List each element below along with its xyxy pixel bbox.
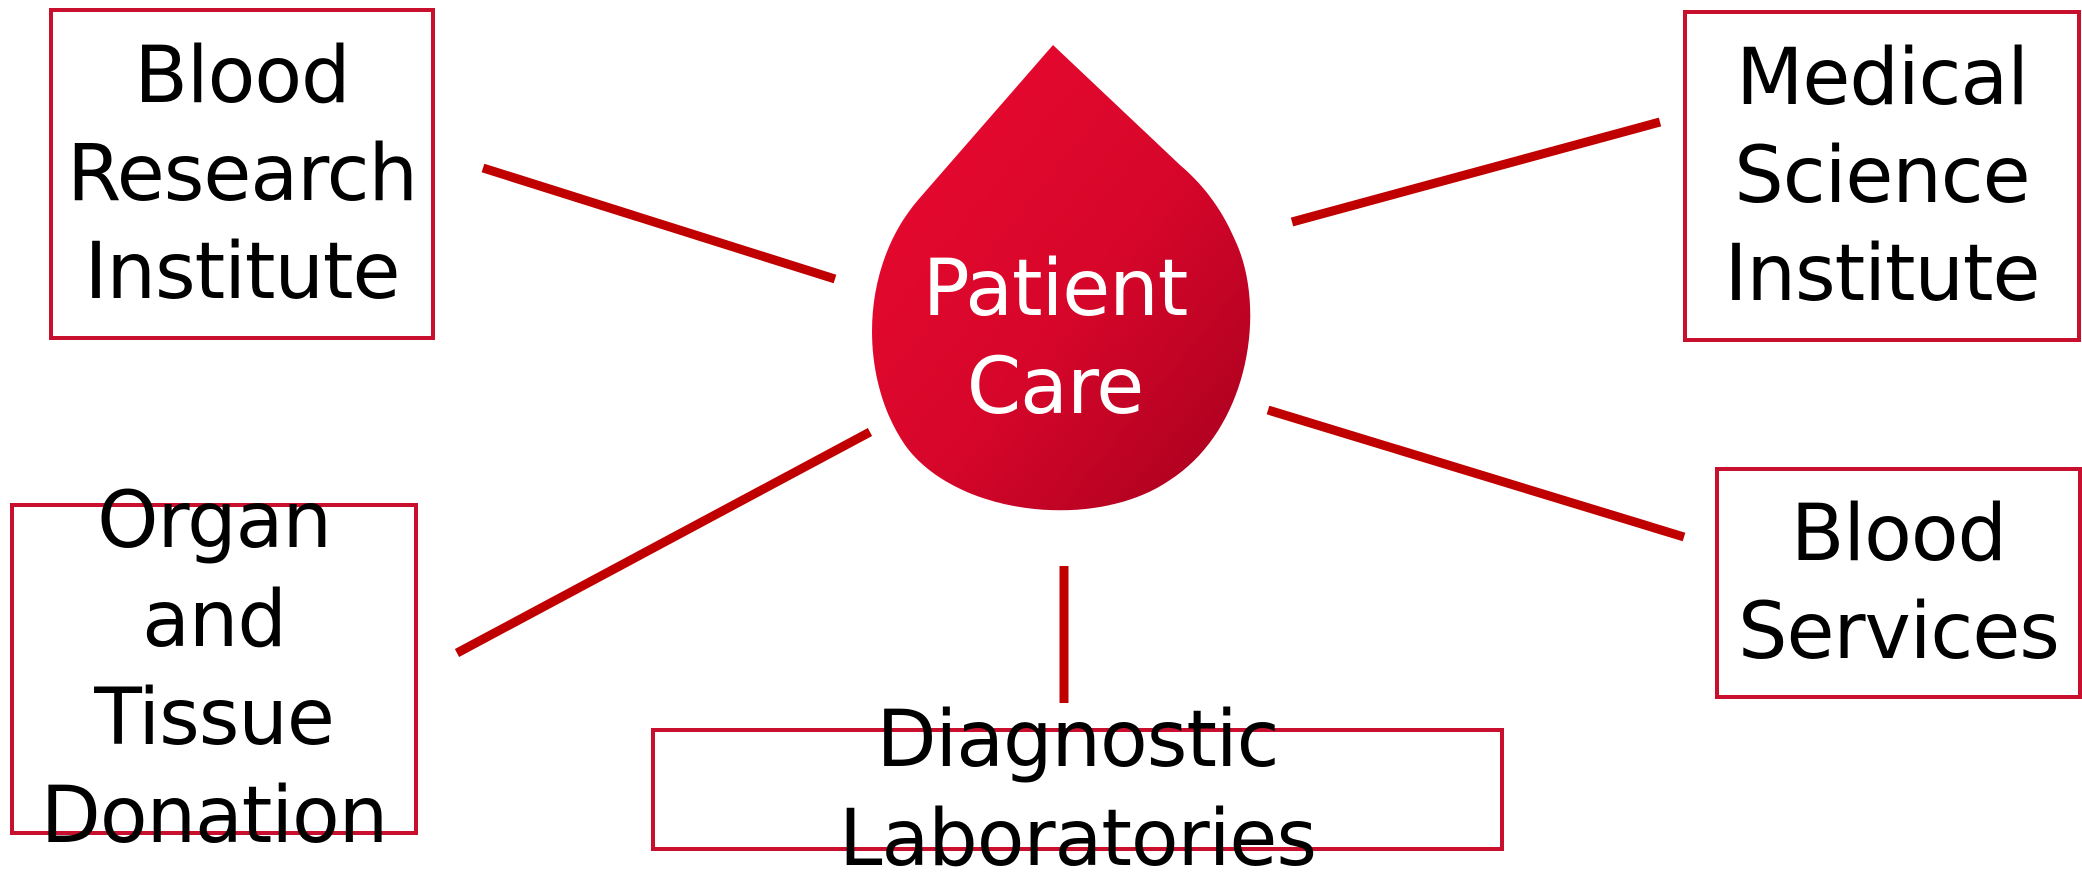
node-label-line: Blood <box>1790 488 2007 579</box>
center-label-line1: Patient <box>922 244 1189 334</box>
node-blood-research-institute: Blood Research Institute <box>49 8 435 340</box>
connector-organ-tissue <box>454 428 873 657</box>
node-label-line: Services <box>1738 587 2060 677</box>
blood-drop-shape <box>872 45 1251 511</box>
diagram-canvas <box>454 45 1686 703</box>
node-label-line: Diagnostic Laboratories <box>838 695 1317 884</box>
center-label-line2: Care <box>966 342 1145 433</box>
connector-blood-services <box>1266 405 1686 542</box>
node-label-line: Tissue <box>94 673 335 763</box>
node-organ-tissue-donation: Organ and Tissue Donation <box>10 476 418 861</box>
node-blood-services: Blood Services <box>1715 467 2082 699</box>
center-label: Patient Care <box>855 240 1255 437</box>
connector-medical-science <box>1290 117 1662 227</box>
node-label-line: Donation <box>40 771 388 862</box>
node-label-line: Science <box>1734 130 2030 221</box>
node-label-line: Institute <box>84 227 401 318</box>
node-label-line: Institute <box>1724 229 2041 320</box>
node-diagnostic-laboratories: Diagnostic Laboratories <box>651 695 1504 884</box>
hub-diagram: Patient Care Blood Research Institute Me… <box>10 8 2082 884</box>
node-label-line: Organ and <box>97 476 332 665</box>
node-label-line: Medical <box>1736 32 2029 123</box>
node-label-line: Research <box>67 128 418 219</box>
node-medical-science-institute: Medical Science Institute <box>1683 10 2081 342</box>
connector-blood-research <box>481 163 837 284</box>
node-label-line: Blood <box>134 30 350 121</box>
